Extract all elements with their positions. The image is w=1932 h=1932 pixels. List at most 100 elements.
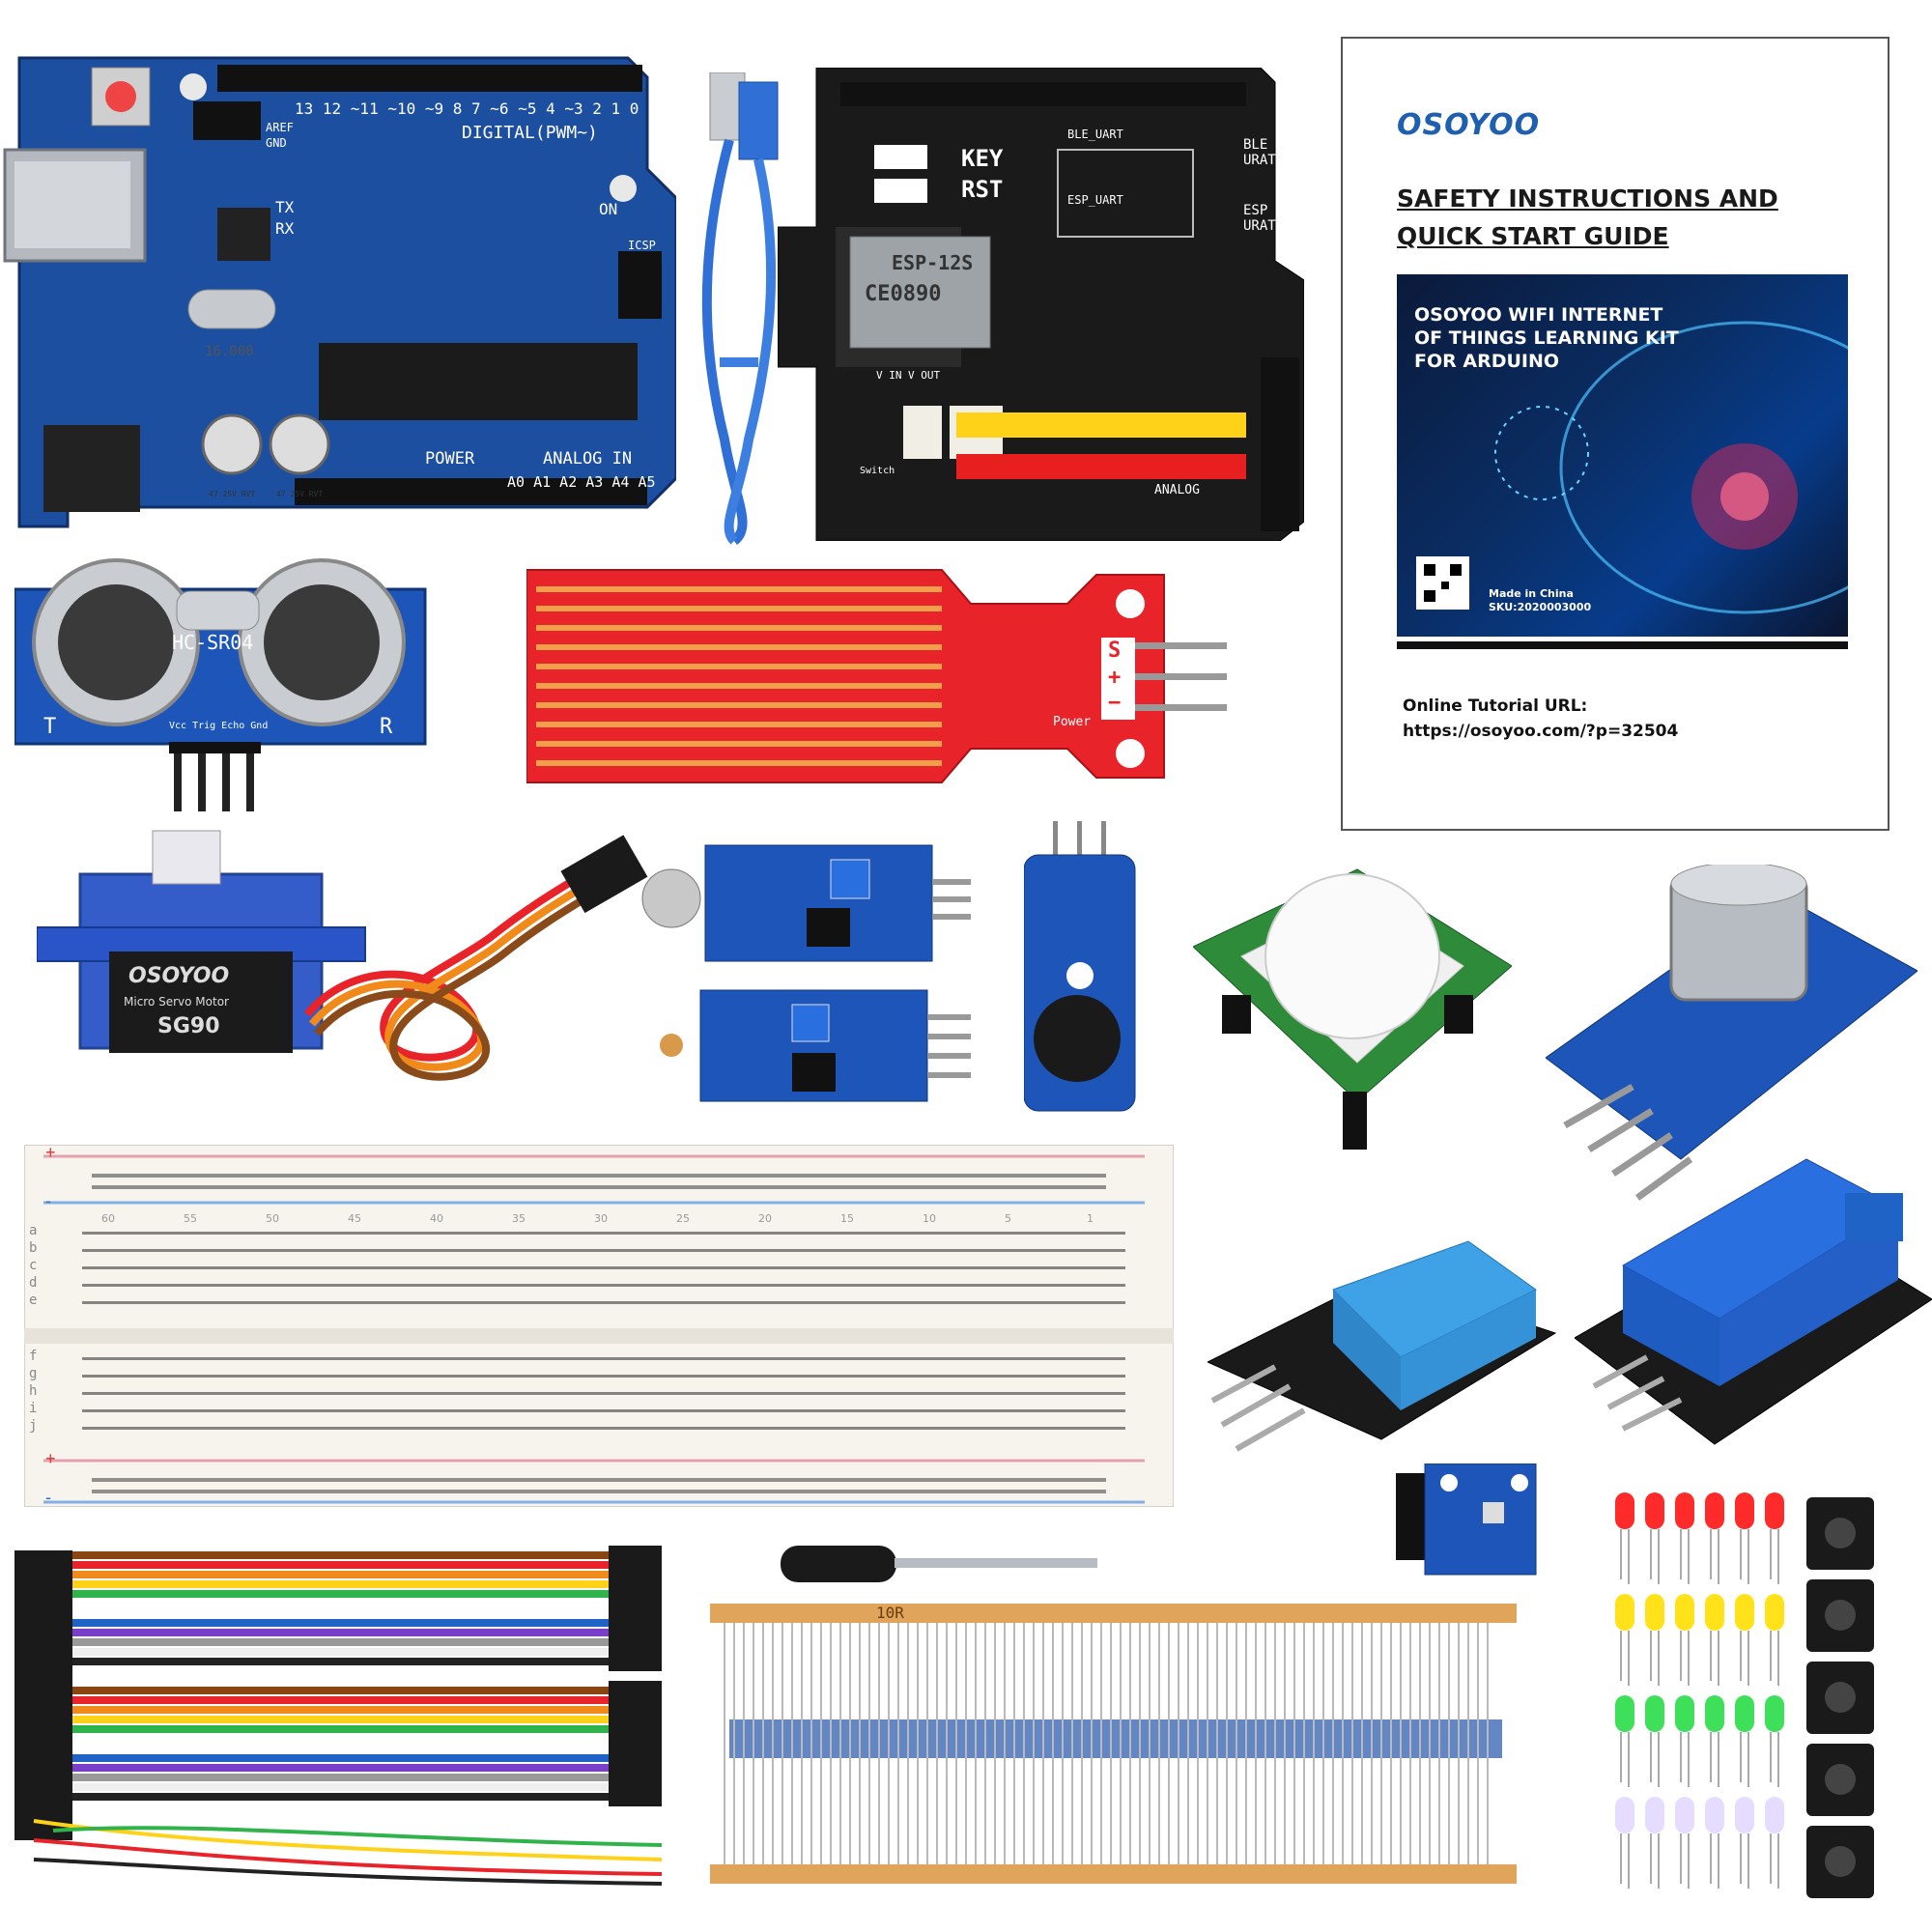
led	[1705, 1797, 1724, 1833]
led	[1645, 1594, 1664, 1631]
arduino-crystal-label: 16.000	[205, 344, 254, 359]
breadboard-column-number: 50	[266, 1212, 279, 1225]
water-plus-label: +	[1108, 666, 1122, 690]
shield-ble-label: BLE URAT	[1243, 137, 1276, 168]
breadboard-column-number: 5	[1005, 1212, 1011, 1225]
shield-ce-label: CE0890	[865, 282, 942, 306]
water-power-label: Power	[1053, 715, 1092, 729]
ultrasonic-model: HC-SR04	[172, 631, 254, 654]
led	[1705, 1594, 1724, 1631]
arduino-on-label: ON	[599, 200, 618, 218]
led	[1675, 1594, 1694, 1631]
shield-key-label: KEY	[961, 145, 1004, 172]
quick-start-guide: OSOYOO SAFETY INSTRUCTIONS AND QUICK STA…	[1341, 37, 1889, 831]
arduino-pin-labels: 13 12 ~11 ~10 ~9 8 7 ~6 ~5 4 ~3 2 1 0	[295, 99, 639, 118]
led	[1735, 1492, 1754, 1529]
breadboard-column-number: 30	[594, 1212, 608, 1225]
led	[1705, 1695, 1724, 1732]
screwdriver	[781, 1541, 1109, 1589]
breadboard-rows-bottom: f g h i j	[29, 1349, 38, 1434]
shield-vin-label: V IN	[876, 369, 902, 382]
arduino-digital-label: DIGITAL(PWM~)	[462, 123, 598, 143]
arduino-uno-board: DIGITAL(PWM~) 13 12 ~11 ~10 ~9 8 7 ~6 ~5…	[0, 53, 676, 531]
servo-label: Micro Servo Motor	[124, 995, 229, 1009]
led-set	[1604, 1488, 1806, 1893]
jumper-wires-ribbon	[14, 1531, 667, 1889]
shield-switch-label: Switch	[860, 466, 895, 476]
tutorial-url: https://osoyoo.com/?p=32504	[1403, 722, 1679, 741]
led	[1675, 1492, 1694, 1529]
arduino-analog-label: ANALOG IN	[543, 449, 633, 469]
led	[1615, 1695, 1634, 1732]
resistor-set: 10R	[710, 1604, 1521, 1884]
sound-sensor-module	[638, 840, 976, 966]
breadboard-bottom-minus: -	[45, 1488, 51, 1507]
breadboard-column-number: 40	[430, 1212, 443, 1225]
pir-motion-sensor	[1193, 850, 1512, 1159]
led	[1615, 1594, 1634, 1631]
arduino-cap2-label: 47 25V RVT	[276, 490, 324, 498]
cover-made-in: Made in China	[1489, 587, 1574, 600]
arduino-gnd-label: GND	[266, 136, 287, 150]
arduino-tx-label: TX	[275, 198, 295, 216]
gas-sensor-module	[1546, 865, 1918, 1203]
servo-brand: OSOYOO	[128, 964, 230, 988]
shield-ble-uart-label: BLE_UART	[1067, 128, 1123, 141]
dht11-sensor	[1208, 1236, 1565, 1478]
guide-title: SAFETY INSTRUCTIONS AND QUICK START GUID…	[1397, 180, 1803, 255]
water-level-sensor: S + − Power	[526, 565, 1227, 792]
cover-line3: FOR ARDUINO	[1414, 351, 1560, 372]
breadboard-column-number: 45	[348, 1212, 361, 1225]
ultrasonic-t-label: T	[43, 715, 57, 739]
ultrasonic-pins: Vcc Trig Echo Gnd	[169, 721, 269, 731]
resistor-tape-label: 10R	[876, 1604, 904, 1622]
breadboard-top-minus: -	[45, 1191, 51, 1210]
wifi-shield-board: KEY RST ESP-12S CE0890 BLE_UART ESP_UART…	[778, 68, 1304, 541]
ultrasonic-sensor: HC-SR04 T R Vcc Trig Echo Gnd	[14, 551, 435, 811]
led	[1765, 1492, 1784, 1529]
arduino-aref-label: AREF	[266, 121, 294, 134]
relay-module	[1575, 1154, 1932, 1463]
shield-rst-label: RST	[961, 176, 1004, 203]
led	[1675, 1695, 1694, 1732]
breadboard-column-number: 35	[512, 1212, 526, 1225]
servo-model: SG90	[157, 1014, 220, 1038]
led	[1765, 1797, 1784, 1833]
guide-title-line1: SAFETY INSTRUCTIONS AND	[1397, 185, 1778, 213]
water-s-label: S	[1108, 639, 1122, 663]
led	[1735, 1797, 1754, 1833]
shield-vout-label: V OUT	[908, 369, 941, 382]
buzzer-module	[1024, 821, 1140, 1116]
shield-module-label: ESP-12S	[892, 251, 974, 274]
breadboard-column-number: 1	[1087, 1212, 1094, 1225]
arduino-rx-label: RX	[275, 219, 295, 238]
servo-motor: OSOYOO Micro Servo Motor SG90	[37, 821, 650, 1101]
led	[1615, 1492, 1634, 1529]
led	[1735, 1594, 1754, 1631]
led	[1615, 1797, 1634, 1833]
pressure-sensor-module	[1396, 1463, 1541, 1579]
led	[1765, 1594, 1784, 1631]
breadboard-column-number: 20	[758, 1212, 772, 1225]
guide-logo: OSOYOO	[1397, 108, 1541, 142]
cover-sku: SKU:2020003000	[1489, 601, 1592, 613]
cover-divider	[1397, 641, 1848, 649]
shield-analog-label: ANALOG	[1154, 483, 1200, 497]
shield-esp-label: ESP URAT	[1243, 203, 1276, 234]
arduino-icsp-label: ICSP	[628, 239, 656, 252]
led	[1705, 1492, 1724, 1529]
breadboard-column-number: 15	[840, 1212, 854, 1225]
push-buttons	[1802, 1497, 1884, 1903]
guide-cover-image: OSOYOO WIFI INTERNET OF THINGS LEARNING …	[1397, 274, 1848, 637]
water-minus-label: −	[1108, 691, 1122, 715]
breadboard-column-number: 10	[923, 1212, 936, 1225]
breadboard-column-number: 60	[101, 1212, 115, 1225]
tutorial-block: Online Tutorial URL: https://osoyoo.com/…	[1403, 694, 1678, 744]
breadboard-rows-top: a b c d e	[29, 1223, 38, 1308]
tutorial-label: Online Tutorial URL:	[1403, 696, 1588, 716]
guide-title-line2: QUICK START GUIDE	[1397, 222, 1669, 250]
breadboard-bottom-plus: +	[45, 1449, 56, 1468]
led	[1645, 1695, 1664, 1732]
